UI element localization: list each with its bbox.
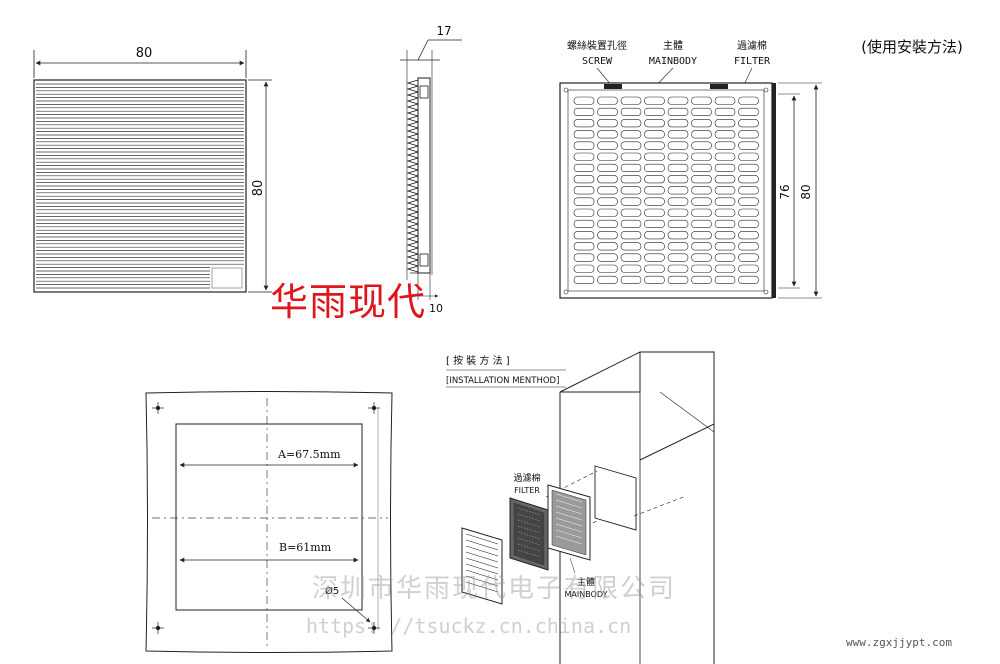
front-height-label: 80 bbox=[251, 180, 266, 197]
side-body bbox=[417, 77, 431, 274]
side-bottom-label: 10 bbox=[429, 302, 443, 315]
screw-label-cn: 螺絲裝置孔徑 bbox=[567, 39, 627, 52]
grille-label-plate bbox=[211, 267, 243, 289]
grille-part bbox=[461, 527, 503, 605]
install-title-en: [INSTALLATION MENTHOD] bbox=[446, 376, 559, 386]
mainbody-label-cn: 主體 bbox=[663, 40, 683, 52]
watermark-site: www.zgxjjypt.com bbox=[846, 636, 952, 649]
front-width-label: 80 bbox=[136, 46, 153, 61]
dimension-b-label: B=61mm bbox=[279, 541, 332, 554]
cutout-view: A=67.5mm B=61mm Ø5 bbox=[145, 391, 393, 653]
mainbody-label-en: MAINBODY bbox=[649, 56, 697, 67]
usage-slot-grid bbox=[573, 96, 759, 285]
panel-outline bbox=[145, 391, 393, 653]
outer-height-label: 80 bbox=[799, 184, 813, 199]
installation-view: [ 按 裝 方 法 ] [INSTALLATION MENTHOD] 過濾棉 F… bbox=[446, 351, 715, 664]
hole-diameter-label: Ø5 bbox=[325, 585, 339, 597]
watermark-url: https: //tsuckz.cn.china.cn bbox=[306, 614, 632, 638]
side-view: 17 10 bbox=[400, 24, 462, 315]
filter-label-en: FILTER bbox=[734, 56, 771, 67]
side-depth-label: 17 bbox=[436, 24, 451, 38]
watermark-company: 深圳市华雨现代电子有限公司 bbox=[312, 574, 677, 604]
grille-slats bbox=[36, 83, 244, 289]
mount-holes bbox=[152, 402, 380, 634]
install-mainbody-cn: 主體 bbox=[577, 576, 595, 588]
screw-label-en: SCREW bbox=[582, 56, 613, 67]
usage-frame bbox=[559, 82, 773, 299]
usage-title: (使用安裝方法) bbox=[861, 38, 963, 56]
filter-part bbox=[509, 497, 549, 571]
side-fins bbox=[406, 79, 420, 273]
dimension-a-label: A=67.5mm bbox=[277, 448, 341, 461]
enclosure-top bbox=[559, 351, 715, 432]
install-title-cn: [ 按 裝 方 法 ] bbox=[446, 354, 510, 367]
usage-view: (使用安裝方法) 螺絲裝置孔徑 SCREW 主體 MAINBODY 過濾棉 FI… bbox=[559, 38, 963, 299]
install-filter-cn: 過濾棉 bbox=[513, 472, 540, 484]
enclosure-cutout bbox=[594, 465, 637, 531]
mainbody-part bbox=[547, 484, 591, 561]
front-view: 80 80 bbox=[33, 46, 272, 293]
install-filter-en: FILTER bbox=[514, 486, 540, 495]
brand-text: 华雨现代 bbox=[270, 280, 427, 324]
install-mainbody-en: MAINBODY bbox=[565, 590, 608, 599]
cutout-square bbox=[175, 423, 363, 611]
filter-label-cn: 過濾棉 bbox=[737, 39, 767, 52]
inner-height-label: 76 bbox=[778, 184, 792, 199]
